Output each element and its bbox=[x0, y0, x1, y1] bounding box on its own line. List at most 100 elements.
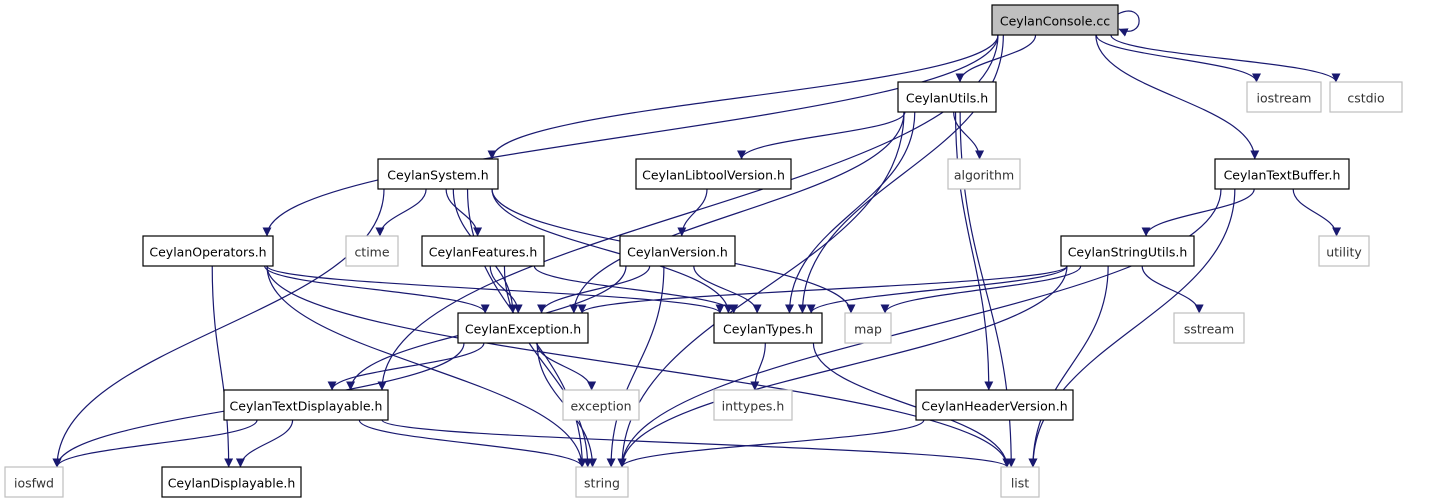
node-box bbox=[947, 158, 1021, 190]
edge-stringutils-to-string bbox=[617, 265, 1068, 468]
node-label: CeylanTextDisplayable.h bbox=[230, 399, 383, 414]
node-label: utility bbox=[1326, 245, 1362, 260]
node-label: exception bbox=[570, 399, 631, 414]
node-string[interactable]: string bbox=[575, 466, 629, 498]
node-exception_h[interactable]: CeylanException.h bbox=[457, 312, 589, 344]
node-label: CeylanOperators.h bbox=[149, 245, 266, 260]
node-system[interactable]: CeylanSystem.h bbox=[377, 158, 499, 190]
edge-console-to-system bbox=[487, 34, 999, 160]
edge-textbuffer-to-list bbox=[1028, 188, 1236, 468]
node-box bbox=[223, 389, 389, 421]
node-box bbox=[1214, 158, 1350, 190]
edge-console-to-cstdio bbox=[1110, 34, 1341, 83]
edge-utils-to-exception_h bbox=[569, 111, 905, 314]
edge-operators-to-types bbox=[266, 265, 725, 314]
node-ctime[interactable]: ctime bbox=[345, 235, 399, 267]
node-cstdio[interactable]: cstdio bbox=[1329, 81, 1403, 113]
node-label: cstdio bbox=[1347, 91, 1384, 106]
node-box bbox=[713, 312, 823, 344]
node-label: string bbox=[584, 476, 620, 491]
node-label: iostream bbox=[1257, 91, 1312, 106]
edge-system-to-features bbox=[445, 188, 483, 237]
edge-utils-to-headerversion bbox=[954, 111, 994, 391]
node-utility[interactable]: utility bbox=[1318, 235, 1370, 267]
node-box bbox=[1060, 235, 1195, 267]
node-version[interactable]: CeylanVersion.h bbox=[619, 235, 736, 267]
node-box bbox=[897, 81, 997, 113]
node-box bbox=[915, 389, 1074, 421]
edge-libtool-to-version bbox=[677, 188, 708, 237]
node-features[interactable]: CeylanFeatures.h bbox=[421, 235, 545, 267]
node-console[interactable]: CeylanConsole.cc bbox=[991, 4, 1119, 36]
edge-stringutils-to-list bbox=[1028, 265, 1109, 468]
node-label: CeylanDisplayable.h bbox=[168, 476, 296, 491]
node-label: CeylanSystem.h bbox=[387, 168, 488, 183]
node-map[interactable]: map bbox=[844, 312, 892, 344]
edge-version-to-string bbox=[606, 265, 665, 468]
edge-version-to-types bbox=[693, 265, 762, 314]
node-box bbox=[377, 158, 499, 190]
node-headerversion[interactable]: CeylanHeaderVersion.h bbox=[915, 389, 1074, 421]
node-box bbox=[1173, 312, 1245, 344]
edge-utils-to-types bbox=[784, 111, 916, 314]
node-box bbox=[713, 389, 793, 421]
edge-features-to-string bbox=[503, 265, 593, 468]
node-box bbox=[1000, 466, 1040, 498]
edge-types-to-list bbox=[812, 342, 1012, 468]
node-label: CeylanTypes.h bbox=[723, 322, 813, 337]
node-box bbox=[457, 312, 589, 344]
node-operators[interactable]: CeylanOperators.h bbox=[142, 235, 274, 267]
node-box bbox=[421, 235, 545, 267]
node-label: map bbox=[854, 322, 882, 337]
node-textbuffer[interactable]: CeylanTextBuffer.h bbox=[1214, 158, 1350, 190]
node-label: CeylanVersion.h bbox=[627, 245, 728, 260]
node-box bbox=[1329, 81, 1403, 113]
node-box bbox=[345, 235, 399, 267]
node-types[interactable]: CeylanTypes.h bbox=[713, 312, 823, 344]
edge-version-to-exception_h bbox=[537, 265, 651, 314]
node-box bbox=[161, 466, 302, 498]
edge-features-to-exception_h bbox=[489, 265, 523, 314]
node-inttypes[interactable]: inttypes.h bbox=[713, 389, 793, 421]
edge-types-to-inttypes bbox=[750, 342, 766, 391]
edge-stringutils-to-map bbox=[880, 265, 1082, 314]
node-iostream[interactable]: iostream bbox=[1246, 81, 1322, 113]
edge-textdisplayable-to-string bbox=[358, 419, 587, 468]
node-utils[interactable]: CeylanUtils.h bbox=[897, 81, 997, 113]
node-libtool[interactable]: CeylanLibtoolVersion.h bbox=[635, 158, 792, 190]
node-label: CeylanException.h bbox=[465, 322, 581, 337]
node-label: list bbox=[1011, 476, 1029, 491]
node-box bbox=[142, 235, 274, 267]
edge-textdisplayable-to-iosfwd bbox=[52, 419, 258, 468]
node-stringutils[interactable]: CeylanStringUtils.h bbox=[1060, 235, 1195, 267]
node-box bbox=[1246, 81, 1322, 113]
edge-headerversion-to-string bbox=[617, 419, 925, 468]
node-box bbox=[635, 158, 792, 190]
node-textdisplayable[interactable]: CeylanTextDisplayable.h bbox=[223, 389, 389, 421]
edge-stringutils-to-types bbox=[806, 265, 1068, 314]
edge-textbuffer-to-utility bbox=[1292, 188, 1342, 237]
edge-stringutils-to-exception_h bbox=[577, 265, 1068, 314]
node-displayable[interactable]: CeylanDisplayable.h bbox=[161, 466, 302, 498]
node-label: inttypes.h bbox=[722, 399, 785, 414]
edge-operators-to-exception_h bbox=[264, 265, 490, 314]
node-box bbox=[562, 389, 640, 421]
node-exception[interactable]: exception bbox=[562, 389, 640, 421]
edge-textdisplayable-to-list bbox=[381, 419, 1012, 468]
edge-system-to-iosfwd bbox=[52, 188, 385, 468]
edge-textdisplayable-to-displayable bbox=[235, 419, 294, 468]
node-sstream[interactable]: sstream bbox=[1173, 312, 1245, 344]
node-label: CeylanLibtoolVersion.h bbox=[642, 168, 785, 183]
node-list[interactable]: list bbox=[1000, 466, 1040, 498]
edge-utils-to-libtool bbox=[737, 111, 906, 160]
node-algorithm[interactable]: algorithm bbox=[947, 158, 1021, 190]
node-box bbox=[844, 312, 892, 344]
edge-console-to-types bbox=[797, 34, 1004, 314]
node-label: CeylanTextBuffer.h bbox=[1224, 168, 1341, 183]
node-box bbox=[619, 235, 736, 267]
node-iosfwd[interactable]: iosfwd bbox=[4, 466, 64, 498]
node-label: algorithm bbox=[954, 168, 1014, 183]
edge-textbuffer-to-string bbox=[617, 188, 1222, 468]
